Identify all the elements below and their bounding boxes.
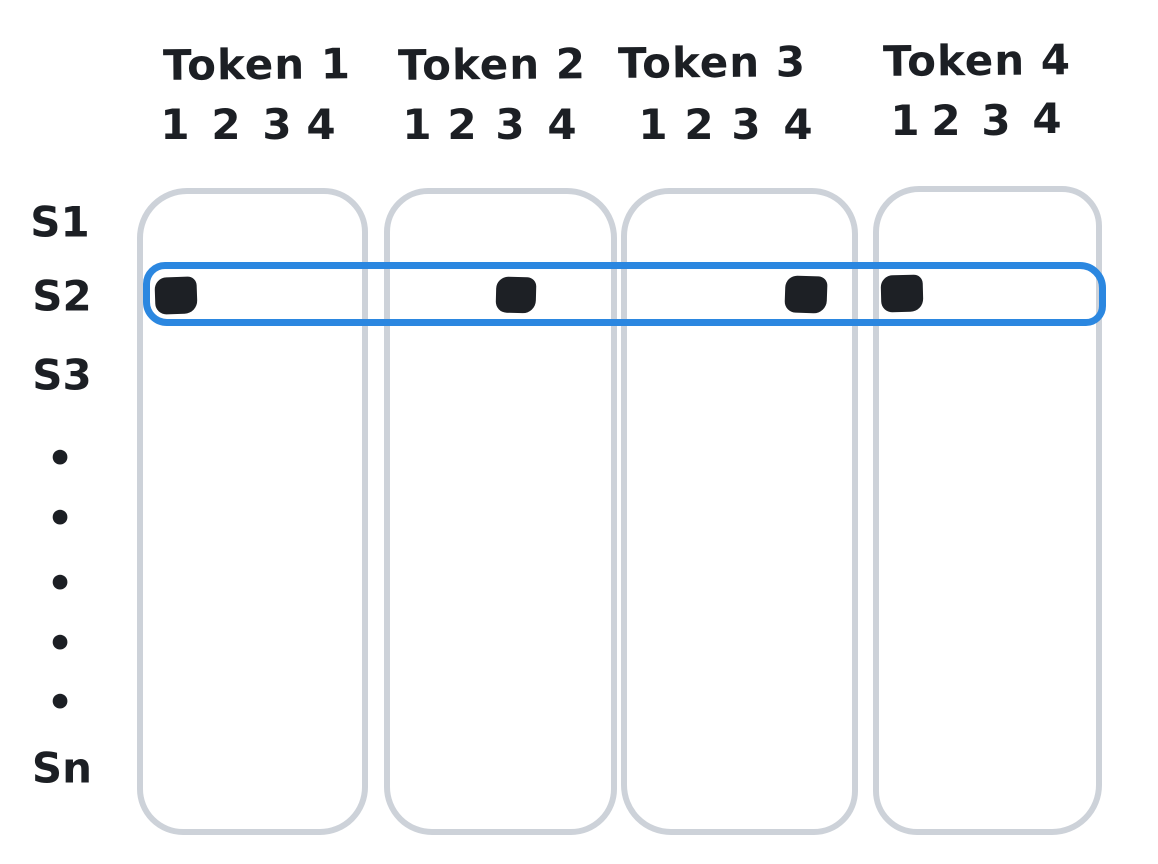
token-2-col-2-label: 2 xyxy=(447,100,477,149)
highlighted-row-s2-box xyxy=(143,262,1106,326)
token-3-col-4-label: 4 xyxy=(783,100,813,149)
token-2-header: Token 2 xyxy=(397,39,587,90)
token-1-slot-1-mark xyxy=(154,276,198,315)
token-3-col-2-label: 2 xyxy=(684,100,714,149)
token-1-col-1-label: 1 xyxy=(160,100,190,149)
token-3-col-3-label: 3 xyxy=(731,100,761,149)
token-4-header: Token 4 xyxy=(882,35,1072,86)
ellipsis-dot: • xyxy=(46,493,74,543)
token-4-slot-1-mark xyxy=(880,274,924,313)
token-4-col-3-label: 3 xyxy=(981,96,1011,145)
token-4-slot-container xyxy=(873,186,1102,835)
token-3-header: Token 3 xyxy=(617,37,807,88)
token-3-slot-4-mark xyxy=(784,275,828,314)
row-label-s1: S1 xyxy=(30,197,90,247)
token-2-col-4-label: 4 xyxy=(547,100,577,149)
ellipsis-dot: • xyxy=(46,677,74,727)
token-2-slot-3-mark xyxy=(495,276,537,314)
token-4-col-2-label: 2 xyxy=(931,96,961,145)
token-3-col-1-label: 1 xyxy=(638,100,668,149)
token-1-header: Token 1 xyxy=(162,39,352,90)
token-1-slot-container xyxy=(137,188,368,835)
token-1-col-3-label: 3 xyxy=(262,100,292,149)
ellipsis-dot: • xyxy=(46,433,74,483)
token-2-col-3-label: 3 xyxy=(495,100,525,149)
token-2-col-1-label: 1 xyxy=(402,100,432,149)
token-1-col-4-label: 4 xyxy=(306,100,336,149)
token-3-slot-container xyxy=(621,188,858,835)
token-1-col-2-label: 2 xyxy=(211,100,241,149)
row-label-s2: S2 xyxy=(32,271,92,321)
row-label-sn: Sn xyxy=(31,743,93,793)
token-4-col-1-label: 1 xyxy=(890,96,920,145)
token-4-col-4-label: 4 xyxy=(1032,94,1062,143)
token-2-slot-container xyxy=(384,188,617,835)
row-label-s3: S3 xyxy=(32,350,92,400)
ellipsis-dot: • xyxy=(46,558,74,608)
ellipsis-dot: • xyxy=(46,618,74,668)
